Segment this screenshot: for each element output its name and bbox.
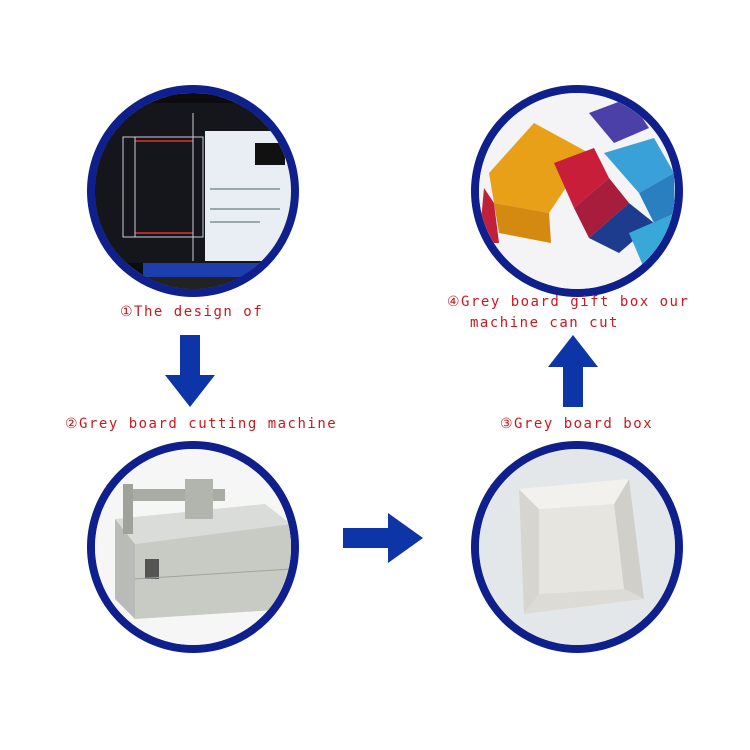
cutting-machine-illustration [95,449,291,645]
step2-label: ②Grey board cutting machine [65,416,338,432]
step1-label: ①The design of [120,304,264,320]
arrow-right-icon [343,513,423,563]
step4-label-line2: machine can cut [470,315,619,331]
arrow-up-icon [548,335,598,407]
grey-board-box-image [471,441,683,653]
arrow-down-icon [165,335,215,407]
gift-boxes-image [471,85,683,297]
cutting-machine-image [87,441,299,653]
gift-boxes-illustration [479,93,675,289]
step4-label-line1: ④Grey board gift box our [447,294,690,310]
design-screen-image [87,85,299,297]
step3-label: ③Grey board box [500,416,654,432]
grey-board-box-illustration [479,449,675,645]
design-screen-illustration [95,93,291,289]
